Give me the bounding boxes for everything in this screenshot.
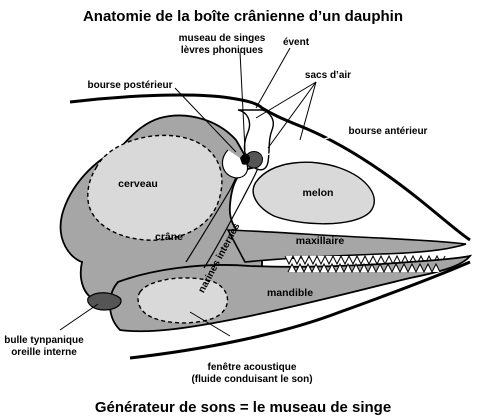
- leader-sacs-1: [255, 81, 317, 119]
- label-bourse-ant: bourse antérieur: [349, 126, 428, 137]
- label-melon: melon: [303, 187, 334, 199]
- label-event: évent: [283, 37, 310, 48]
- internal-nares-2: [203, 167, 259, 269]
- leader-event: [255, 47, 291, 109]
- leader-bulle: [59, 303, 99, 331]
- leader-sacs-2: [267, 81, 317, 149]
- acoustic-window: [137, 277, 229, 324]
- leader-bourse-post: [174, 87, 237, 153]
- label-maxillaire: maxillaire: [296, 235, 345, 247]
- label-crane: crâne: [155, 231, 183, 243]
- leader-sacs-3: [299, 81, 317, 141]
- label-cerveau: cerveau: [118, 178, 158, 190]
- label-fluide: (fluide conduisant le son): [191, 374, 312, 385]
- leader-bourse-ant: [261, 131, 351, 157]
- head-outline: [69, 93, 471, 242]
- jaw-outline: [129, 260, 471, 360]
- lower-teeth: [287, 262, 441, 274]
- diagram-title: Anatomie de la boîte crânienne d’un daup…: [83, 8, 403, 25]
- label-bourse-post: bourse postérieur: [87, 80, 172, 91]
- label-levres: lèvres phoniques: [181, 45, 264, 56]
- label-oreille: oreille interne: [11, 347, 77, 358]
- leader-museau: [239, 51, 246, 151]
- leader-fenetre: [189, 311, 231, 337]
- brain: [87, 134, 223, 241]
- phonic-lips-black: [240, 153, 250, 165]
- diagram-footer: Générateur de sons = le museau de singe: [95, 399, 391, 416]
- label-sacs: sacs d’air: [305, 70, 351, 81]
- melon: [252, 161, 375, 225]
- label-bulle: bulle tynpanique: [4, 335, 84, 346]
- label-fenetre: fenêtre acoustique: [208, 362, 297, 373]
- label-museau: museau de singes: [179, 33, 266, 44]
- label-mandible: mandible: [267, 287, 313, 299]
- air-sac-upper: [221, 149, 249, 179]
